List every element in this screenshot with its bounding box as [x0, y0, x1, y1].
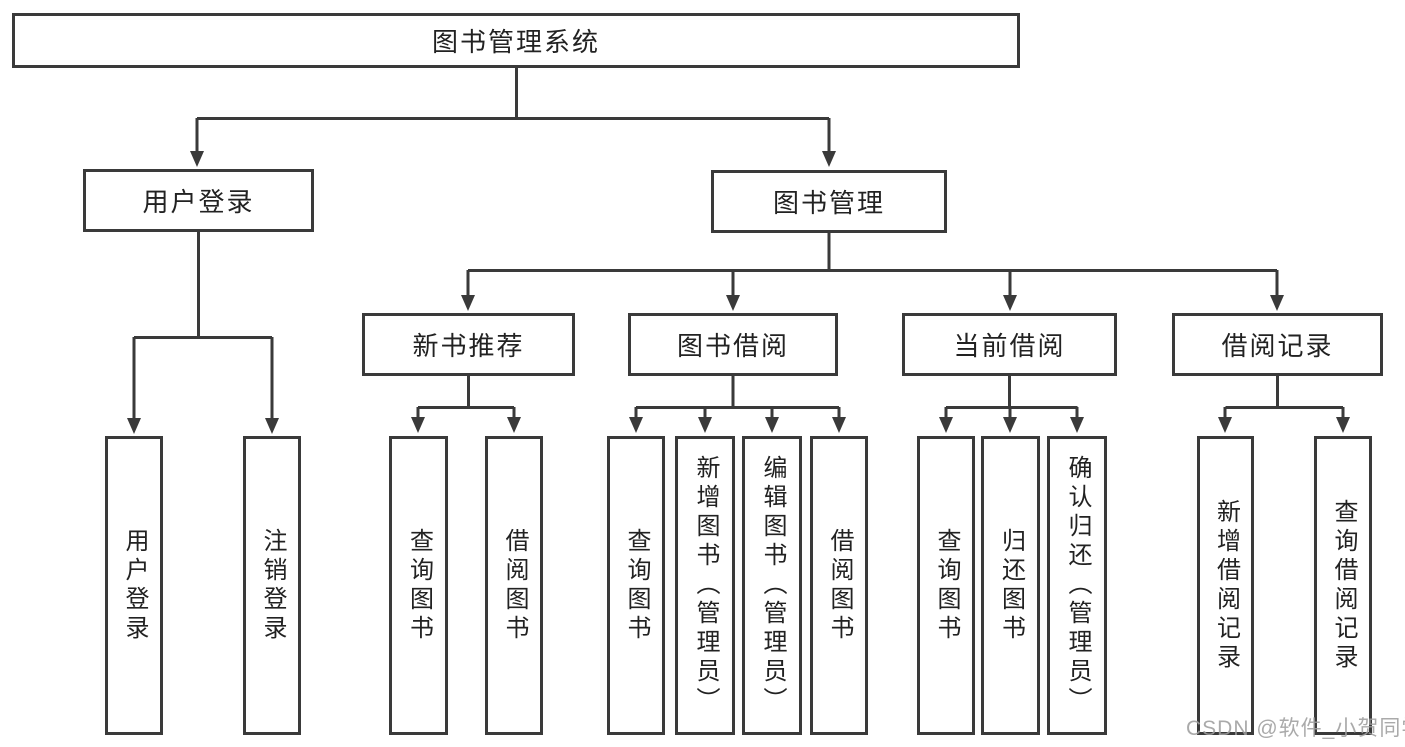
leaf-query-books-borrowing: 查询图书 — [607, 436, 665, 735]
leaf-query-borrow-record: 查询借阅记录 — [1314, 436, 1372, 735]
node-library-management-system: 图书管理系统 — [12, 13, 1020, 68]
node-current-borrowing: 当前借阅 — [902, 313, 1117, 376]
node-book-management: 图书管理 — [711, 170, 947, 233]
node-new-book-recommend: 新书推荐 — [362, 313, 575, 376]
leaf-return-book: 归还图书 — [981, 436, 1040, 735]
node-borrow-records: 借阅记录 — [1172, 313, 1383, 376]
node-book-borrowing: 图书借阅 — [628, 313, 838, 376]
leaf-add-book-admin: 新增图书（管理员） — [675, 436, 735, 735]
leaf-logout: 注销登录 — [243, 436, 301, 735]
csdn-watermark: CSDN @软件_小贺同学 — [1186, 717, 1405, 740]
leaf-user-login: 用户登录 — [105, 436, 163, 735]
leaf-edit-book-admin: 编辑图书（管理员） — [742, 436, 802, 735]
leaf-borrow-books-recommend: 借阅图书 — [485, 436, 543, 735]
leaf-add-borrow-record: 新增借阅记录 — [1197, 436, 1254, 735]
leaf-confirm-return-admin: 确认归还（管理员） — [1047, 436, 1107, 735]
leaf-query-books-recommend: 查询图书 — [389, 436, 448, 735]
leaf-query-books-current: 查询图书 — [917, 436, 975, 735]
leaf-borrow-books-borrowing: 借阅图书 — [810, 436, 868, 735]
node-user-login: 用户登录 — [83, 169, 314, 232]
